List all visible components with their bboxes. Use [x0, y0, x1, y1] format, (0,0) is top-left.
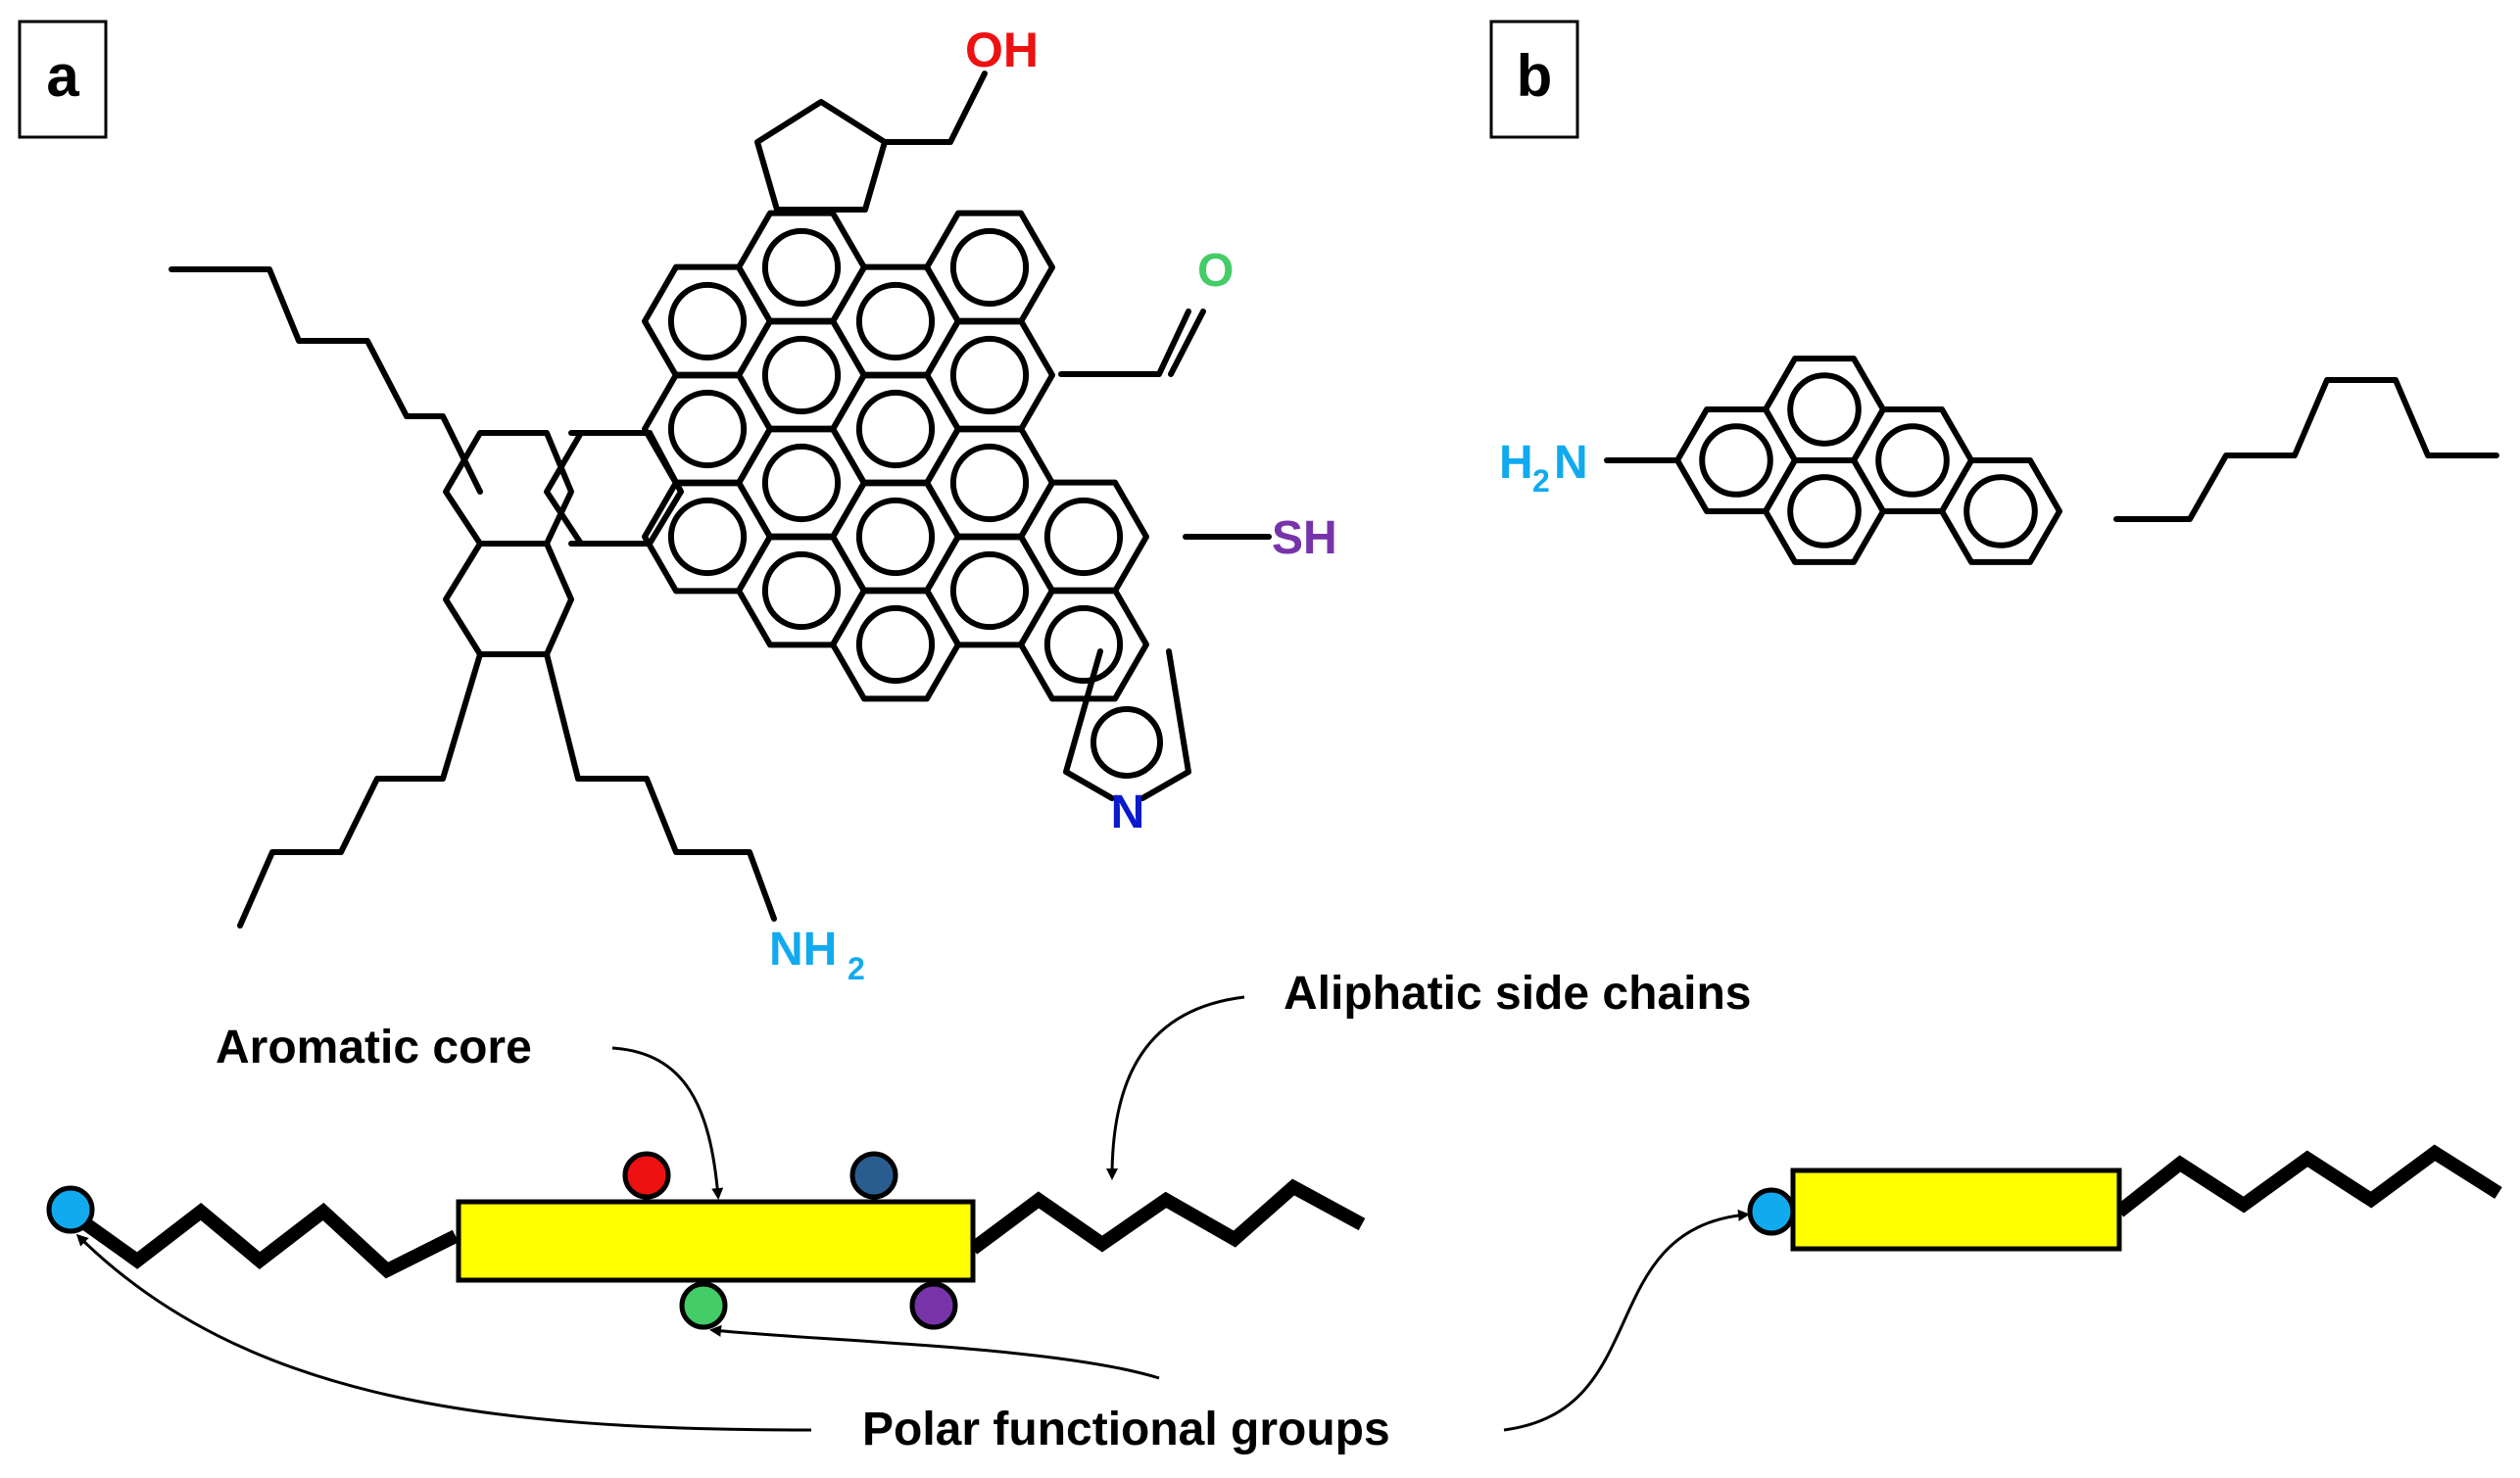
amine-label-a: NH 2	[769, 924, 865, 986]
panel-b-label: b	[1517, 43, 1553, 109]
panel-a-label: a	[46, 43, 79, 109]
chain-a-amine	[544, 651, 777, 922]
schematic-b-chain	[2114, 1144, 2502, 1217]
hydroxymethyl-bond	[882, 71, 988, 145]
aromatic-ring-a-12	[924, 317, 1055, 433]
panel-b-label-box: b	[1489, 20, 1579, 139]
aldehyde-group	[1058, 309, 1206, 377]
schematic-a-right-chain	[968, 1178, 1366, 1255]
thiol-label: SH	[1272, 512, 1337, 564]
saturated-rings	[443, 430, 684, 657]
svg-text:N: N	[1554, 437, 1588, 489]
pyrrole-ring	[1063, 648, 1191, 801]
panel-a-label-box: a	[18, 20, 108, 139]
aromatic-core-annotation: Aromatic core	[216, 1022, 532, 1073]
aromatic-ring-a-16	[1018, 587, 1149, 702]
aromatic-core-bar-b	[1790, 1168, 2122, 1252]
polar-functional-groups-annotation: Polar functional groups	[862, 1404, 1390, 1455]
schematic-b	[1747, 1144, 2502, 1252]
aromatic-ring-b-4	[1939, 457, 2062, 565]
carbonyl-oxygen-label: O	[1197, 245, 1234, 297]
polar-dot-purple	[909, 1281, 958, 1330]
aromatic-core-bar-a	[456, 1199, 976, 1283]
aromatic-ring-a-11	[924, 210, 1055, 325]
chain-a-lower-left	[237, 651, 483, 929]
svg-text:NH: NH	[769, 924, 837, 976]
aromatic-ring-a-15	[1018, 479, 1149, 595]
schematic-a	[46, 1151, 1366, 1330]
chain-a-top	[169, 266, 483, 495]
amine-label-b: H 2 N	[1499, 437, 1588, 499]
hydroxyl-label: OH	[965, 23, 1039, 77]
aliphatic-side-chains-annotation: Aliphatic side chains	[1284, 968, 1751, 1020]
arrow-aliphatic-chains	[1106, 995, 1245, 1180]
cyclopentane-ring	[754, 99, 888, 213]
chain-b	[2113, 377, 2499, 522]
molecule-b	[1674, 356, 2062, 565]
polar-dot-cyan-b	[1747, 1187, 1796, 1236]
arrow-aromatic-core	[611, 1046, 724, 1200]
polar-dot-red	[622, 1151, 671, 1200]
svg-text:H: H	[1499, 437, 1533, 489]
arrow-polar-cyan-a	[75, 1233, 812, 1432]
polar-dot-cyan-a	[46, 1185, 95, 1234]
svg-text:2: 2	[848, 951, 865, 986]
pyrrole-nitrogen-label: N	[1111, 787, 1145, 838]
polar-dot-darkblue	[849, 1151, 898, 1200]
molecule-a	[642, 210, 1149, 702]
polar-dot-green	[679, 1281, 728, 1330]
svg-text:2: 2	[1532, 463, 1550, 499]
arrow-polar-cyan-b	[1503, 1209, 1750, 1432]
arrow-polar-green	[709, 1324, 1160, 1380]
schematic-a-left-chain	[64, 1202, 460, 1279]
